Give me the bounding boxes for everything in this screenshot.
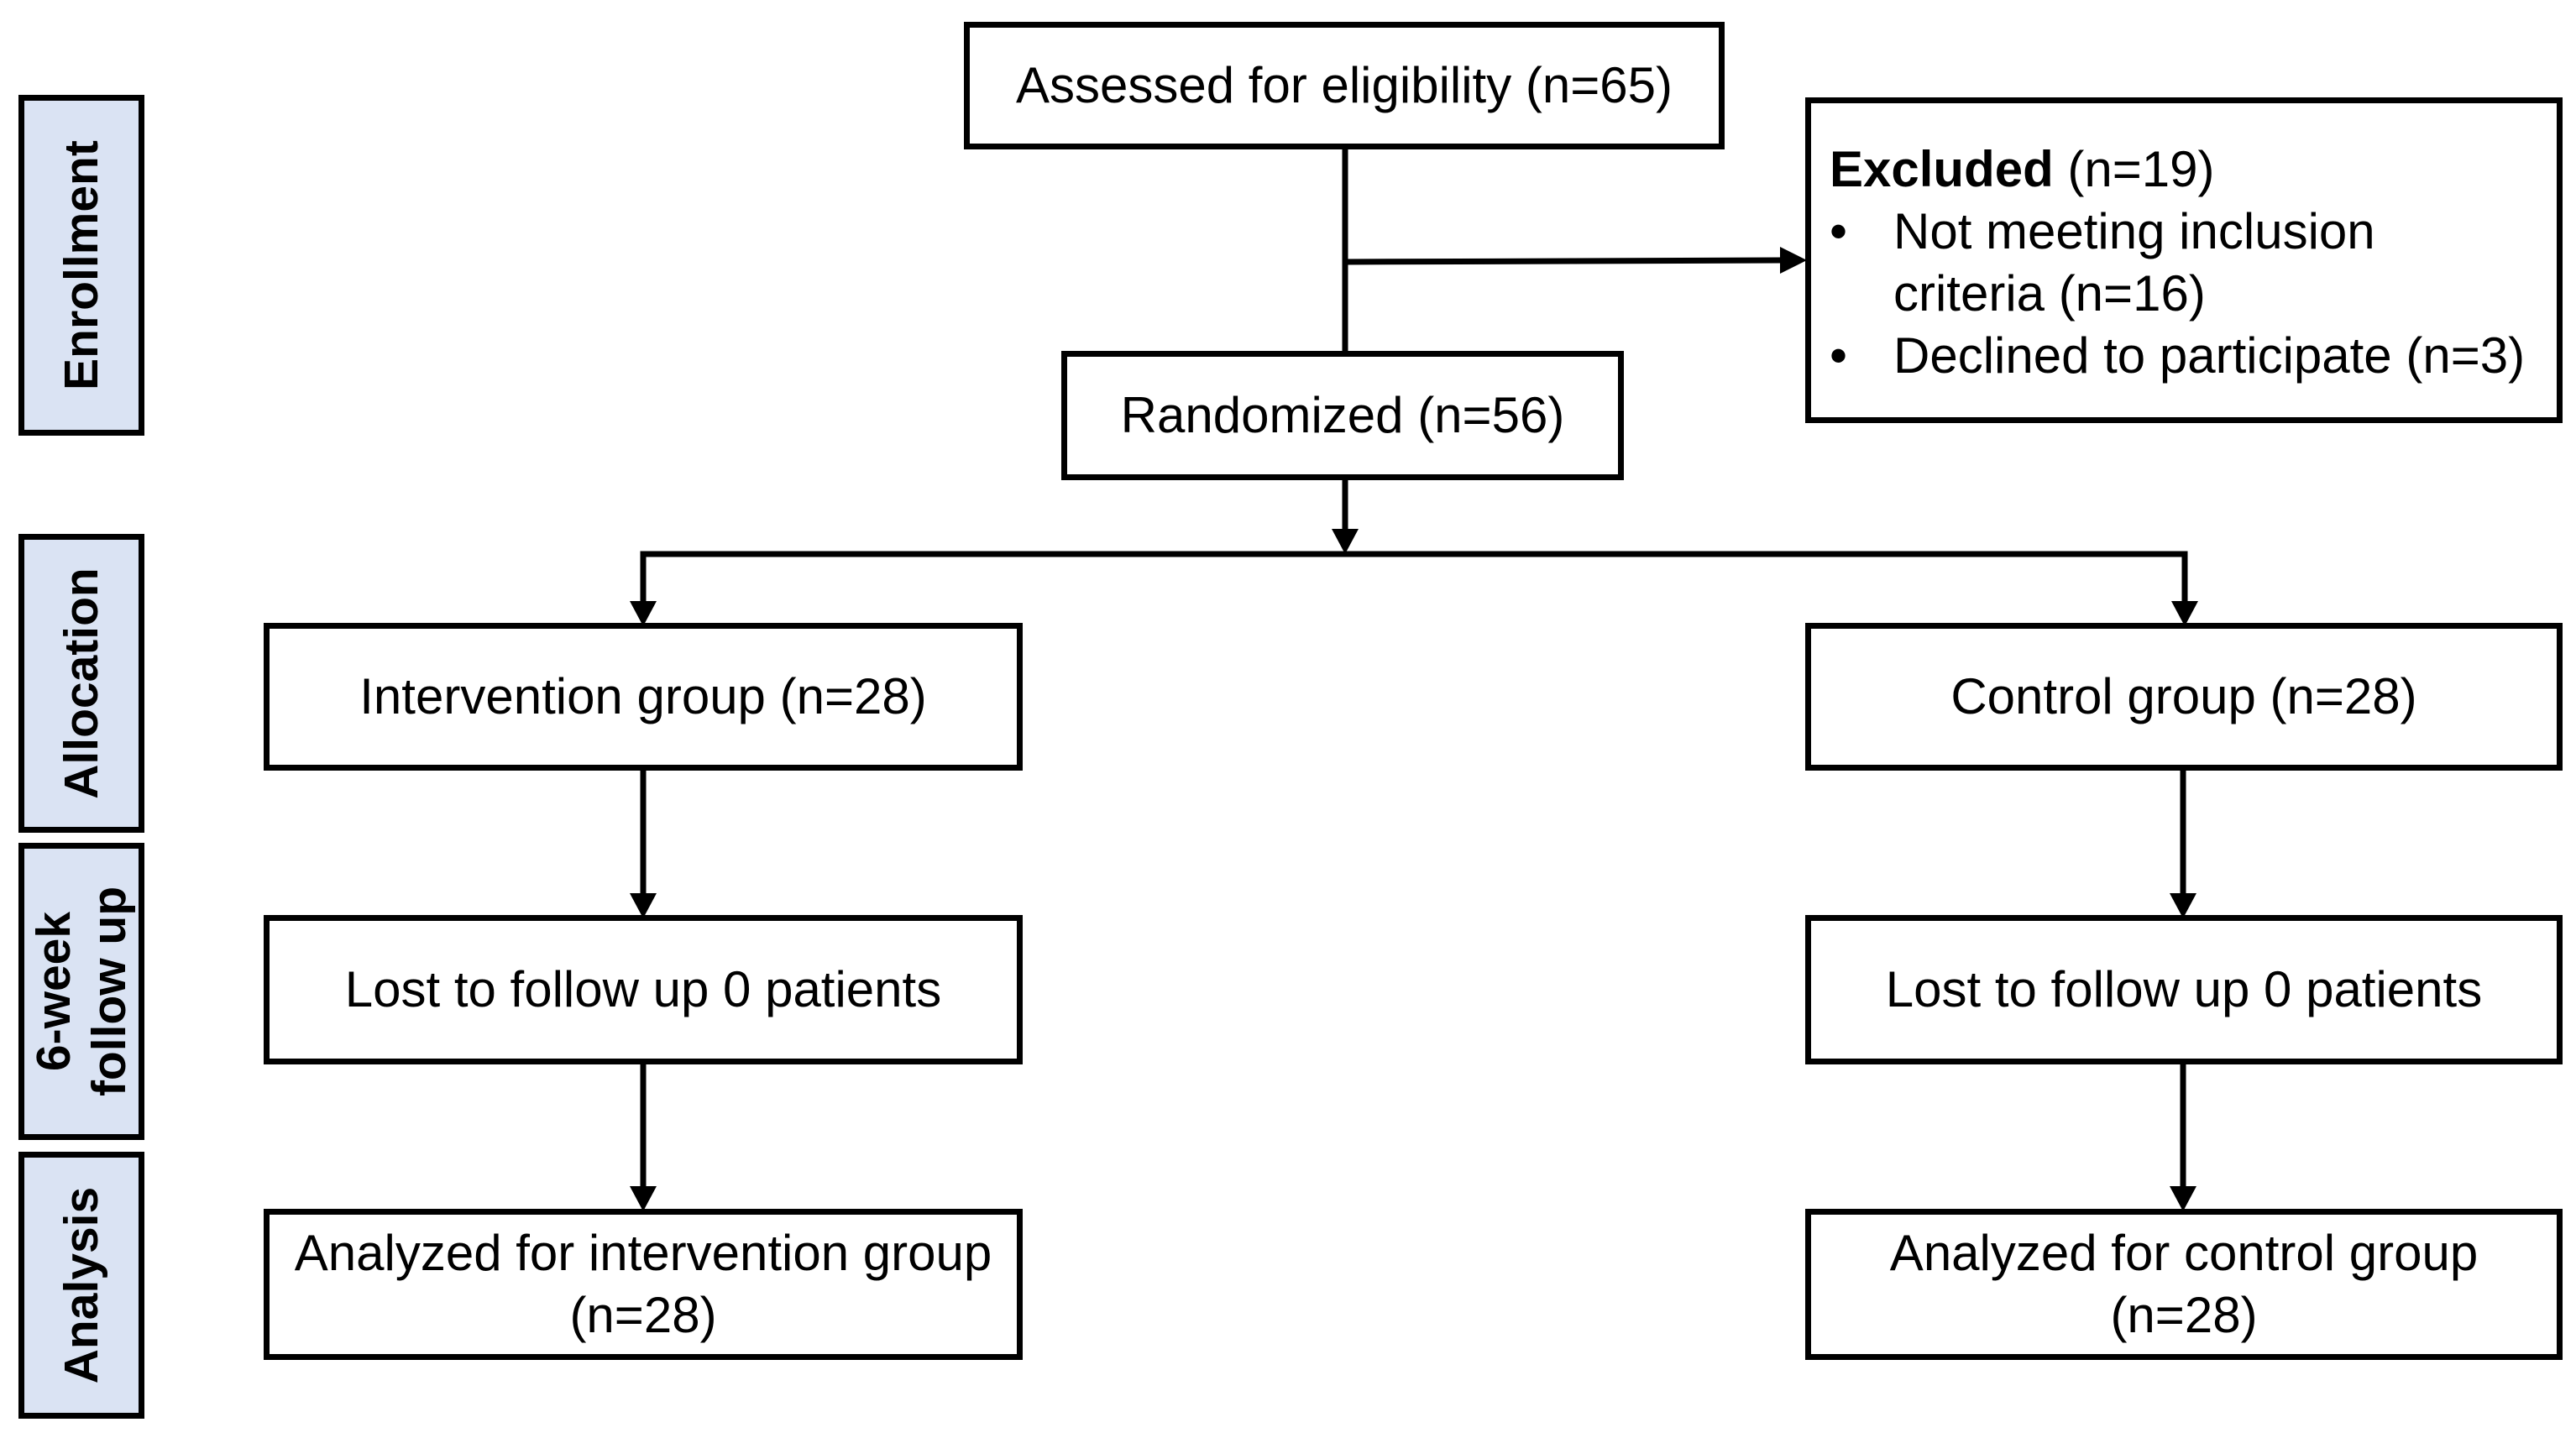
control-analyzed-line1: Analyzed for control group [1889, 1225, 2479, 1281]
arrowhead-control-lost [2170, 893, 2196, 918]
intervention-lost-box: Lost to follow up 0 patients [264, 915, 1023, 1064]
excluded-reason-item: • Declined to participate (n=3) [1830, 325, 2531, 387]
bullet: • [1830, 203, 1848, 259]
control-group-text: Control group (n=28) [1950, 668, 2417, 724]
arrowhead-excluded [1780, 247, 1807, 274]
excluded-reason-text: Not meeting inclusion criteria (n=16) [1893, 203, 2375, 322]
arrowhead-control-analyzed [2170, 1186, 2196, 1211]
excluded-header: Excluded (n=19) [1830, 139, 2531, 201]
stage-followup: 6-week follow up [18, 843, 144, 1140]
assessed-box: Assessed for eligibility (n=65) [964, 22, 1725, 149]
intervention-analyzed-line2: (n=28) [569, 1287, 717, 1343]
arrowhead-control [2171, 601, 2198, 626]
arrowhead-intervention [630, 601, 657, 626]
stage-analysis: Analysis [18, 1152, 144, 1419]
control-analyzed-line2: (n=28) [2110, 1287, 2258, 1343]
intervention-group-text: Intervention group (n=28) [359, 668, 927, 724]
intervention-analyzed-line1: Analyzed for intervention group [294, 1225, 992, 1281]
excluded-count: (n=19) [2053, 141, 2215, 197]
control-lost-text: Lost to follow up 0 patients [1885, 961, 2483, 1017]
arrowhead-randomized [1332, 529, 1359, 554]
excluded-box: Excluded (n=19) • Not meeting inclusion … [1805, 97, 2563, 423]
arrowhead-intervention-lost [630, 893, 657, 918]
assessed-text: Assessed for eligibility (n=65) [1015, 57, 1673, 113]
excluded-title: Excluded [1830, 141, 2054, 197]
excluded-reasons-list: • Not meeting inclusion criteria (n=16) … [1830, 201, 2531, 387]
stage-enrollment: Enrollment [18, 95, 144, 436]
randomized-box: Randomized (n=56) [1061, 351, 1624, 480]
excluded-reason-text: Declined to participate (n=3) [1893, 327, 2526, 384]
control-group-box: Control group (n=28) [1805, 623, 2563, 771]
connector-to-excluded [1344, 257, 1783, 265]
randomized-text: Randomized (n=56) [1120, 387, 1565, 443]
connector-allocation-split [640, 551, 2188, 609]
stage-allocation: Allocation [18, 534, 144, 833]
intervention-group-box: Intervention group (n=28) [264, 623, 1023, 771]
bullet: • [1830, 327, 1848, 384]
control-lost-box: Lost to follow up 0 patients [1805, 915, 2563, 1064]
arrowhead-intervention-analyzed [630, 1186, 657, 1211]
control-analyzed-box: Analyzed for control group (n=28) [1805, 1209, 2563, 1360]
excluded-reason-item: • Not meeting inclusion criteria (n=16) [1830, 201, 2531, 325]
intervention-lost-text: Lost to follow up 0 patients [344, 961, 942, 1017]
intervention-analyzed-box: Analyzed for intervention group (n=28) [264, 1209, 1023, 1360]
